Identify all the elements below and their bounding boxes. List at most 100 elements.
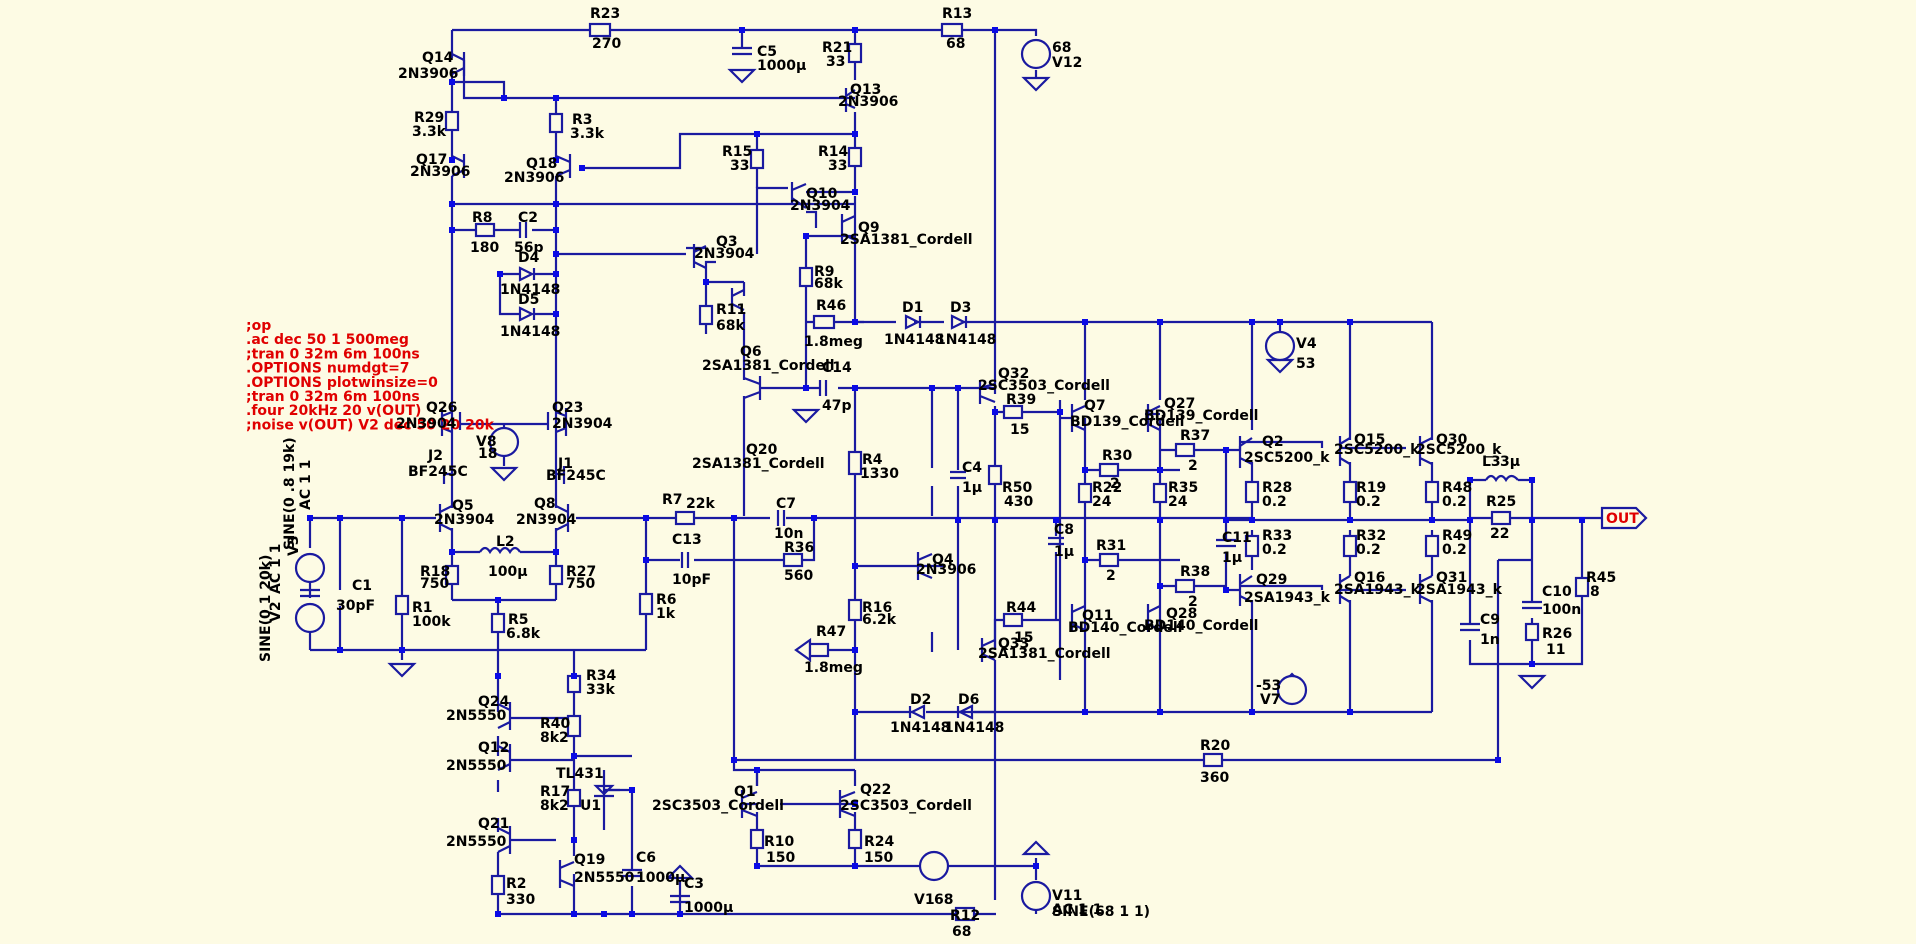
label-d3: D3 xyxy=(950,300,971,316)
diodes[interactable] xyxy=(518,266,974,798)
label-r38v: 2 xyxy=(1188,594,1198,610)
label-c14v: 47p xyxy=(822,398,852,414)
out-net-label-text: OUT xyxy=(1606,511,1639,527)
label-v11: V11 xyxy=(1052,888,1082,904)
label-r25: R25 xyxy=(1486,494,1516,510)
label-r6: R6 xyxy=(656,592,677,608)
label-r24: R24 xyxy=(864,834,895,850)
label-r45v: 8 xyxy=(1590,584,1600,600)
voltage-sources[interactable] xyxy=(294,38,1308,912)
label-q30m: 2SC5200_k xyxy=(1416,442,1502,458)
label-r50: R50 xyxy=(1002,480,1033,496)
label-u1: TL431 xyxy=(556,766,604,782)
spice-directive[interactable]: ;tran 0 32m 6m 100ns xyxy=(246,346,420,362)
label-r35v: 24 xyxy=(1168,494,1188,510)
label-q1m: 2SC3503_Cordell xyxy=(652,798,784,814)
resistors[interactable] xyxy=(394,22,1590,922)
label-q9: Q9 xyxy=(858,220,880,236)
label-c7v: 10n xyxy=(774,526,803,542)
label-r39: R39 xyxy=(1006,392,1036,408)
spice-directive[interactable]: .ac dec 50 1 500meg xyxy=(246,332,409,348)
label-c1v: 30pF xyxy=(336,598,375,614)
label-r46: R46 xyxy=(816,298,846,314)
label-r47: R47 xyxy=(816,624,846,640)
label-r40v: 8k2 xyxy=(540,730,569,746)
label-r39v: 15 xyxy=(1010,422,1029,438)
label-r17: R17 xyxy=(540,784,570,800)
label-q18m: 2N3906 xyxy=(504,170,564,186)
label-r44v: 15 xyxy=(1014,630,1033,646)
label-r49: R49 xyxy=(1442,528,1472,544)
label-r8: R8 xyxy=(472,210,493,226)
label-q24m: 2N5550 xyxy=(446,708,507,724)
label-v11b: SINE(68 1 1) xyxy=(1052,904,1150,920)
label-q24: Q24 xyxy=(478,694,510,710)
label-r27: R27 xyxy=(566,564,596,580)
label-v8: V8 xyxy=(476,434,497,450)
label-q33: Q33 xyxy=(998,636,1029,652)
label-r15: R15 xyxy=(722,144,752,160)
label-q14m: 2N3906 xyxy=(398,66,458,82)
label-d4m: 1N4148 xyxy=(500,282,560,298)
label-q5: Q5 xyxy=(452,498,474,514)
label-q3m: 2N3904 xyxy=(694,246,755,262)
label-d3m: 1N4148 xyxy=(936,332,996,348)
label-r34: R34 xyxy=(586,668,617,684)
capacitors[interactable] xyxy=(300,46,1542,904)
label-v1v: 68 xyxy=(934,892,953,908)
wire-net[interactable] xyxy=(308,28,1608,916)
spice-directives[interactable]: ;op.ac dec 50 1 500meg ;tran 0 32m 6m 10… xyxy=(246,318,495,433)
spice-directive[interactable]: ;noise v(OUT) V2 dec 50 20 20k xyxy=(246,417,495,433)
out-net-label[interactable]: OUT xyxy=(1600,506,1648,530)
spice-directive[interactable]: .OPTIONS plotwinsize=0 xyxy=(246,375,438,391)
label-l2v: 100µ xyxy=(488,564,528,580)
label-q13m: 2N3906 xyxy=(838,94,898,110)
label-r33v: 0.2 xyxy=(1262,542,1287,558)
label-q11: Q11 xyxy=(1082,608,1113,624)
label-c5: C5 xyxy=(757,44,777,60)
label-j2: J2 xyxy=(427,448,443,464)
spice-directive[interactable]: .four 20kHz 20 v(OUT) xyxy=(246,403,421,419)
label-v2c: V2 xyxy=(268,601,284,622)
label-d6m: 1N4148 xyxy=(944,720,1004,736)
label-r13: R13 xyxy=(942,6,972,22)
label-r4v: 1330 xyxy=(860,466,899,482)
label-r47v: 1.8meg xyxy=(804,660,863,676)
spice-directive[interactable]: ;tran 0 32m 6m 100ns xyxy=(246,389,420,405)
label-c11: C11 xyxy=(1222,530,1252,546)
inductors[interactable] xyxy=(479,474,1519,555)
label-q22m: 2SC3503_Cordell xyxy=(840,798,972,814)
label-q19m: 2N5550 xyxy=(574,870,635,886)
label-c2v: 56p xyxy=(514,240,544,256)
jfets[interactable] xyxy=(442,466,566,484)
label-q5m: 2N3904 xyxy=(434,512,495,528)
label-q26: Q26 xyxy=(426,400,457,416)
label-r36: R36 xyxy=(784,540,814,556)
label-r2v: 330 xyxy=(506,892,535,908)
label-v11a: AC 1 1 xyxy=(1052,902,1102,918)
label-r26v: 11 xyxy=(1546,642,1565,658)
junction-nodes xyxy=(307,27,1585,917)
label-c6: C6 xyxy=(636,850,656,866)
label-q27: Q27 xyxy=(1164,396,1195,412)
label-q1: Q1 xyxy=(734,784,756,800)
label-q15: Q15 xyxy=(1354,432,1385,448)
label-r3: R3 xyxy=(572,112,593,128)
label-q14: Q14 xyxy=(422,50,454,66)
label-d6: D6 xyxy=(958,692,979,708)
label-r46v: 1.8meg xyxy=(804,334,863,350)
label-q11m: BD140_Cordell xyxy=(1068,620,1182,636)
transistors[interactable] xyxy=(438,52,1433,888)
spice-directive[interactable]: .OPTIONS numdgt=7 xyxy=(246,361,410,377)
label-q12: Q12 xyxy=(478,740,509,756)
label-r40: R40 xyxy=(540,716,571,732)
spice-directive[interactable]: ;op xyxy=(246,318,271,334)
label-c1: C1 xyxy=(352,578,372,594)
label-r7: R7 xyxy=(662,492,683,508)
label-r30: R30 xyxy=(1102,448,1133,464)
label-r38: R38 xyxy=(1180,564,1210,580)
label-v7b: V7 xyxy=(1260,692,1281,708)
label-c9: C9 xyxy=(1480,612,1500,628)
label-q19: Q19 xyxy=(574,852,605,868)
